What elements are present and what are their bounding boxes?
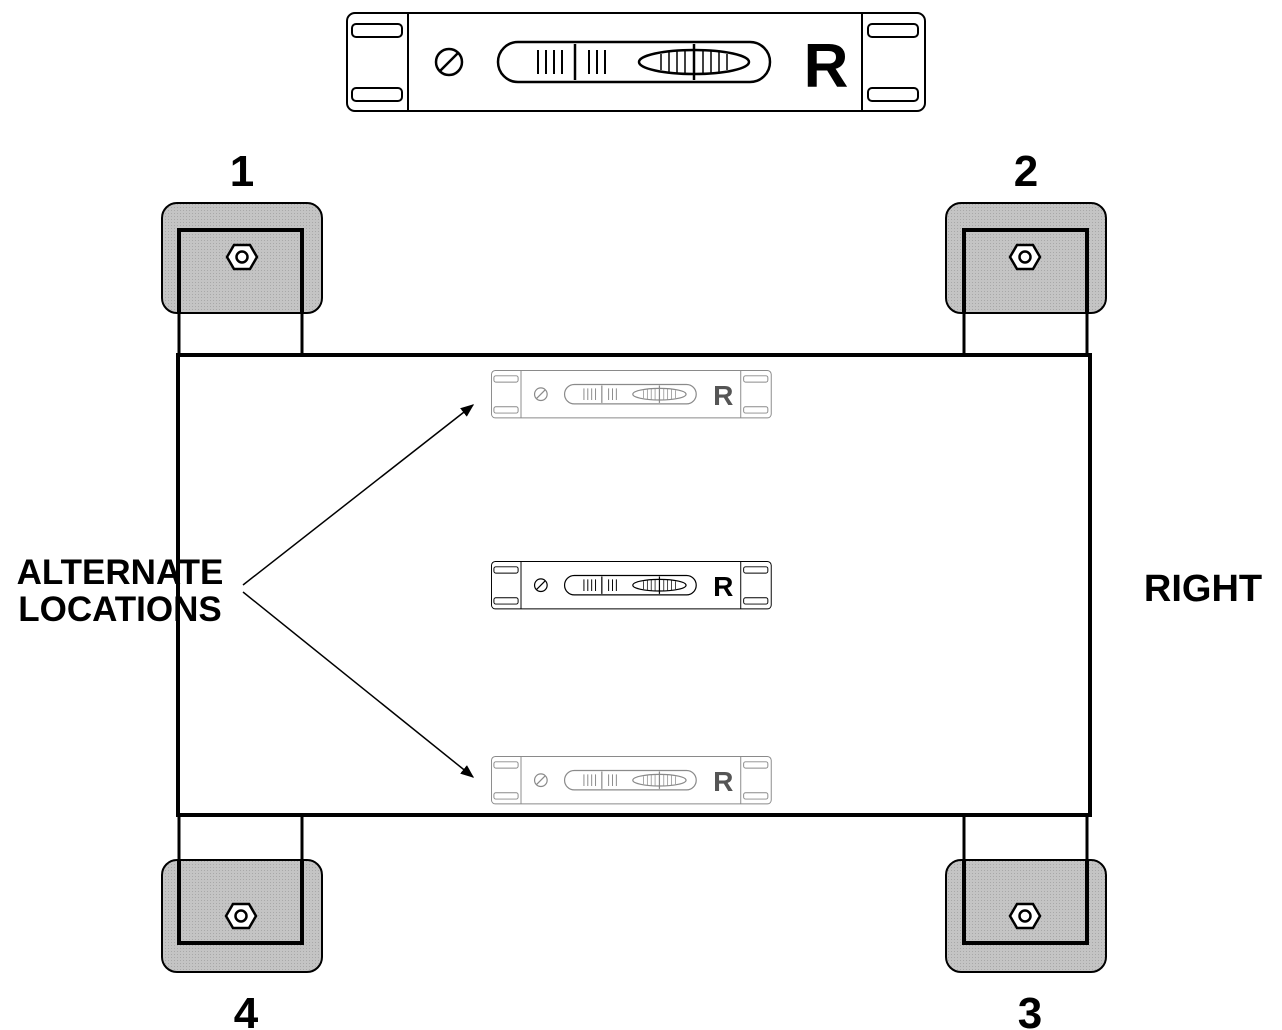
leveling-nut-icon [225,243,259,271]
level-letter: R [804,32,849,101]
leveling-nut-icon [224,902,258,930]
arrow-to-bottom-location [242,591,475,778]
foot-number-4: 4 [234,989,259,1030]
foot-number-2: 2 [1014,147,1038,196]
level-letter: R [713,571,733,602]
bubble-level-alternate-bottom-icon: R [490,755,772,805]
leveling-nut-icon [1008,902,1042,930]
foot-1 [161,202,323,355]
side-label-right: RIGHT [1144,568,1262,610]
bubble-level-alternate-top-icon: R [490,369,772,419]
foot-4 [161,815,323,973]
leveling-nut-icon [1008,243,1042,271]
foot-number-1: 1 [230,147,254,196]
bubble-level-large-icon: R [345,11,927,113]
alternate-label-line-1: ALTERNATE [17,553,224,592]
level-letter: R [713,380,733,411]
bubble-level-center-icon: R [490,560,772,610]
level-letter: R [713,766,733,797]
foot-3 [945,815,1107,973]
arrow-to-top-location [242,404,475,586]
foot-2 [945,202,1107,355]
foot-number-3: 3 [1018,989,1042,1030]
alternate-label-line-2: LOCATIONS [18,590,222,629]
